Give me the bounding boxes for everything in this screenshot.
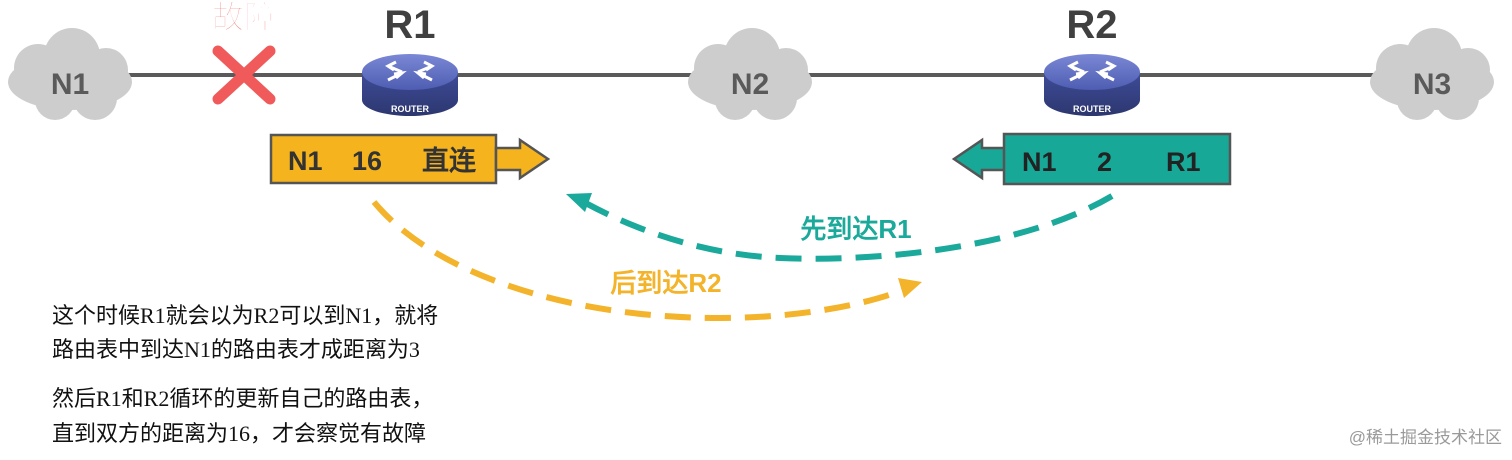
entry-r2-net: N1 xyxy=(1022,147,1057,177)
entry-r1-net: N1 xyxy=(288,146,323,176)
router-r2: R2 ROUTER xyxy=(1044,3,1140,116)
route-entry-r1: N1 16 直连 xyxy=(269,133,551,185)
label-n2: N2 xyxy=(731,68,769,101)
fault-x-icon xyxy=(212,45,276,105)
label-r2: R2 xyxy=(1066,3,1117,47)
entry-r2-metric: 2 xyxy=(1097,147,1112,177)
note-line-1: 这个时候R1就会以为R2可以到N1，就将 xyxy=(52,303,439,328)
arrow-left-icon xyxy=(951,137,1008,181)
cloud-n3: N3 xyxy=(1370,28,1494,120)
gold-arrow-label: 后到达R2 xyxy=(610,268,721,298)
note-line-2: 路由表中到达N1的路由表才成距离为3 xyxy=(52,337,420,362)
teal-arrow-label: 先到达R1 xyxy=(800,214,911,244)
watermark: @稀土掘金技术社区 xyxy=(1348,428,1502,447)
fault-marker: 故障 xyxy=(211,0,277,105)
label-r1: R1 xyxy=(384,3,435,47)
update-arrow-teal: 先到达R1 xyxy=(566,193,1114,262)
cloud-n2: N2 xyxy=(688,28,812,120)
route-entry-r2: N1 2 R1 xyxy=(951,132,1232,186)
router-icon: ROUTER xyxy=(1044,54,1140,116)
router-icon: ROUTER xyxy=(362,54,458,116)
fault-label: 故障 xyxy=(212,0,276,35)
entry-r2-next-hop: R1 xyxy=(1166,147,1201,177)
entry-r1-metric: 16 xyxy=(352,146,382,176)
cloud-n1: N1 xyxy=(8,28,132,120)
router-caption: ROUTER xyxy=(1073,104,1112,114)
entry-r1-next-hop: 直连 xyxy=(422,145,477,176)
label-n1: N1 xyxy=(51,68,89,101)
label-n3: N3 xyxy=(1413,68,1451,101)
note-line-4: 直到双方的距离为16，才会察觉有故障 xyxy=(52,421,427,446)
note-line-3: 然后R1和R2循环的更新自己的路由表， xyxy=(52,386,434,411)
arrow-right-icon xyxy=(494,137,551,181)
update-arrow-gold: 后到达R2 xyxy=(371,200,922,322)
router-r1: R1 ROUTER xyxy=(362,3,458,116)
router-caption: ROUTER xyxy=(391,104,430,114)
